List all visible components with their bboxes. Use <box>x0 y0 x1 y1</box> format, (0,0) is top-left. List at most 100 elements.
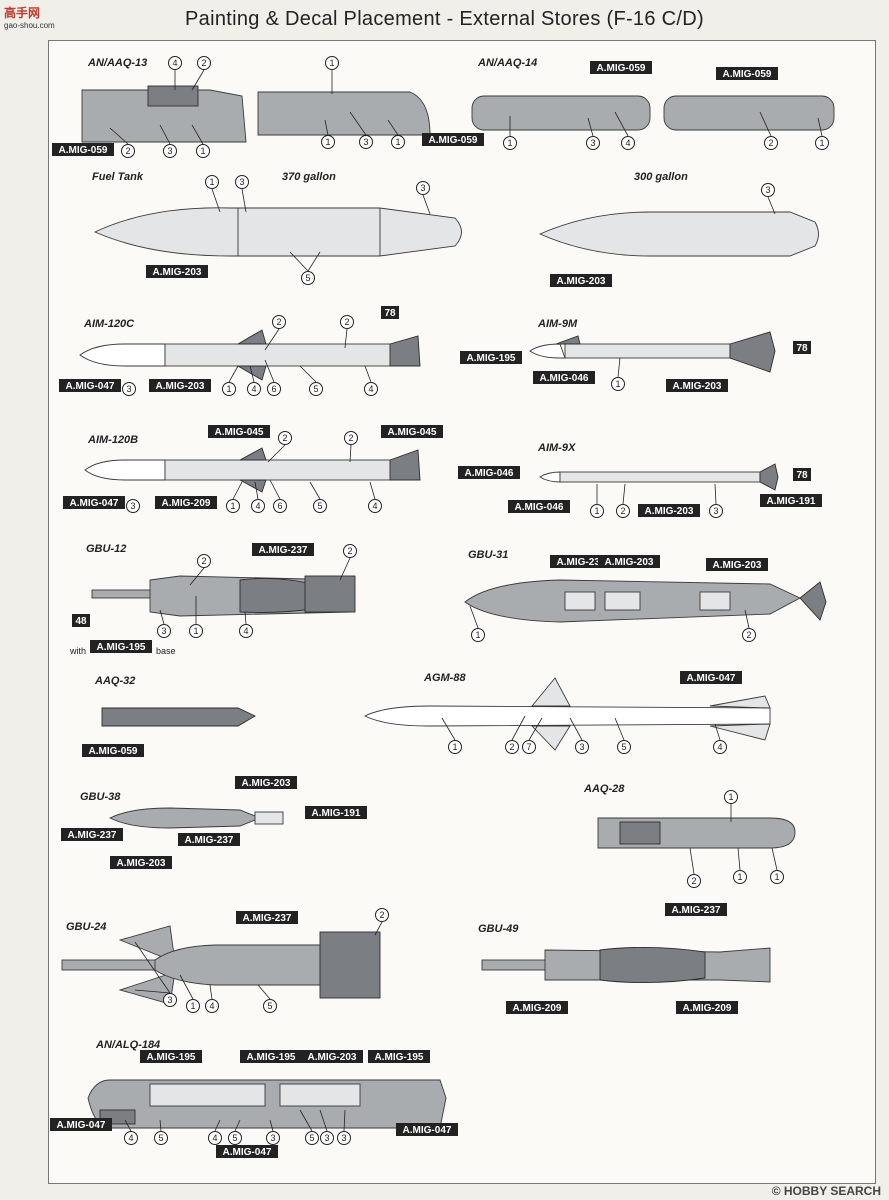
callout-circle <box>611 377 625 391</box>
decal-callout: 1 <box>733 870 747 884</box>
callout-number: 4 <box>172 58 177 68</box>
paint-tag: 78 <box>381 306 399 319</box>
decal-callout: 1 <box>471 628 485 642</box>
leader-line <box>159 124 171 145</box>
leader-line <box>319 1109 328 1132</box>
callout-number: 1 <box>329 58 334 68</box>
paint-tag-text: A.MIG-203 <box>557 276 606 287</box>
callout-circle <box>197 554 211 568</box>
paint-tag-text: 78 <box>796 343 808 354</box>
paint-tag-text: A.MIG-045 <box>388 427 437 438</box>
callout-number: 6 <box>271 384 276 394</box>
decal-callout: 1 <box>590 504 604 518</box>
decal-callout: 1 <box>391 135 405 149</box>
leader-line <box>349 444 352 463</box>
callout-number: 2 <box>201 556 206 566</box>
paint-tag-box <box>146 265 208 278</box>
callout-circle <box>197 56 211 70</box>
callout-circle <box>235 175 249 189</box>
paint-tag-text: A.MIG-047 <box>687 673 736 684</box>
decal-callout: 3 <box>157 624 171 638</box>
callout-number: 2 <box>348 433 353 443</box>
aim120b-missile-drawing <box>84 447 421 493</box>
aim9m-missile-drawing <box>529 331 776 373</box>
decal-callout: 3 <box>337 1131 351 1145</box>
decal-callout: 3 <box>163 144 177 158</box>
gbu31-bomb-drawing <box>464 579 827 623</box>
leader-line <box>232 481 243 500</box>
callout-circle <box>251 499 265 513</box>
callout-circle <box>621 136 635 150</box>
paint-tag-box <box>149 379 211 392</box>
gbu49-bomb-drawing <box>481 946 771 984</box>
callout-circle <box>344 431 358 445</box>
callout-circle <box>325 56 339 70</box>
decal-callout: 3 <box>359 135 373 149</box>
decal-callout: 4 <box>124 1131 138 1145</box>
aaq14-pod-drawing <box>471 95 835 131</box>
decal-callout: 3 <box>586 136 600 150</box>
paint-tag-text: A.MIG-059 <box>597 63 646 74</box>
store-label-aim9x: AIM-9X <box>537 442 576 454</box>
leader-line <box>307 251 321 272</box>
store-label-aim120c: AIM-120C <box>83 318 135 330</box>
paint-tag-box <box>82 744 144 757</box>
callout-circle <box>208 1131 222 1145</box>
paint-tag-box <box>63 496 125 509</box>
paint-tag-box <box>240 1050 302 1063</box>
paint-tag-box <box>550 274 612 287</box>
leader-line <box>387 119 399 136</box>
paint-tag-text: A.MIG-237 <box>259 545 308 556</box>
callout-number: 2 <box>344 317 349 327</box>
callout-number: 3 <box>270 1133 275 1143</box>
callout-number: 4 <box>128 1133 133 1143</box>
paint-tag-box <box>793 341 811 354</box>
paint-tag-text: A.MIG-203 <box>673 381 722 392</box>
paint-tag: A.MIG-047 <box>50 1118 112 1131</box>
paint-tag-box <box>110 856 172 869</box>
paint-tag: A.MIG-191 <box>760 494 822 507</box>
callout-circle <box>742 628 756 642</box>
callout-number: 2 <box>509 742 514 752</box>
paint-tag-box <box>422 133 484 146</box>
leader-line <box>159 1119 162 1132</box>
decal-callout: 5 <box>301 271 315 285</box>
callout-circle <box>266 1131 280 1145</box>
paint-tag-text: A.MIG-203 <box>117 858 166 869</box>
decal-callout: 3 <box>575 740 589 754</box>
decal-callout: 4 <box>247 382 261 396</box>
decal-callout: 3 <box>126 499 140 513</box>
store-label-aaq32: AAQ-32 <box>94 675 135 687</box>
paint-tag-box <box>72 614 90 627</box>
paint-tag-text: 78 <box>796 470 808 481</box>
paint-tag-box <box>716 67 778 80</box>
paint-tag: A.MIG-209 <box>155 496 217 509</box>
decal-callout: 2 <box>742 628 756 642</box>
callout-number: 5 <box>621 742 626 752</box>
store-label-aaq14: AN/AAQ-14 <box>477 57 537 69</box>
paint-tag: A.MIG-237 <box>178 833 240 846</box>
paint-tag-text: A.MIG-191 <box>767 496 816 507</box>
decal-callout: 4 <box>368 499 382 513</box>
paint-tag: A.MIG-237 <box>236 911 298 924</box>
callout-circle <box>724 790 738 804</box>
callout-circle <box>121 144 135 158</box>
store-label-aim120b: AIM-120B <box>87 434 138 446</box>
leader-line <box>109 127 129 145</box>
paint-tag-text: A.MIG-237 <box>672 905 721 916</box>
leader-line <box>614 717 625 741</box>
paint-tag-box <box>236 911 298 924</box>
paint-tag: A.MIG-059 <box>716 67 778 80</box>
paint-tag: A.MIG-203 <box>706 558 768 571</box>
paint-tag: A.MIG-203 <box>110 856 172 869</box>
store-label-g370: 370 gallon <box>282 171 336 183</box>
callout-circle <box>124 1131 138 1145</box>
paint-tag-box <box>216 1145 278 1158</box>
callout-circle <box>586 136 600 150</box>
leader-line <box>264 359 275 383</box>
leader-line <box>324 119 329 136</box>
callout-number: 2 <box>768 138 773 148</box>
decal-callout: 6 <box>273 499 287 513</box>
